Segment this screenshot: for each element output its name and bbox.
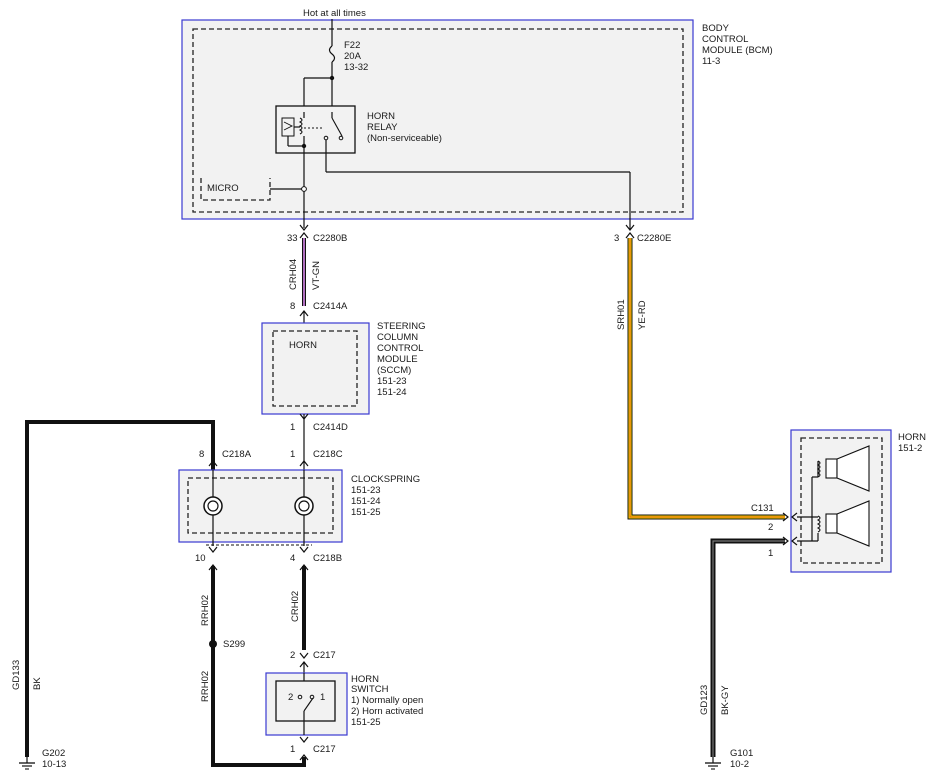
- c131-pin-2: 2: [768, 522, 773, 533]
- clockspring-module: [178, 469, 343, 546]
- gd123-circuit: GD123: [699, 685, 710, 715]
- sccm-title-line-2: COLUMN: [377, 332, 418, 343]
- bcm-title-line-2: CONTROL: [702, 34, 748, 45]
- bcm-title-line-3: MODULE (BCM): [702, 45, 773, 56]
- horn-switch-title-line-4: 2) Horn activated: [351, 706, 423, 717]
- c2280b-pin: 33: [287, 233, 298, 244]
- fuse-label-line-1: F22: [344, 40, 360, 51]
- c217-bottom-pin: 1: [290, 744, 295, 755]
- c218a-pin: 8: [199, 449, 204, 460]
- srh01-circuit: SRH01: [616, 299, 627, 330]
- clockspring-coil-left-icon: [203, 496, 223, 516]
- gd123-color: BK-GY: [720, 685, 731, 715]
- horn-switch-title-line-5: 151-25: [351, 717, 381, 728]
- srh01-color: YE-RD: [637, 300, 648, 330]
- clockspring-title-line-2: 151-23: [351, 485, 381, 496]
- c217-bottom-label: C217: [313, 744, 336, 755]
- gd133-color: BK: [32, 677, 43, 690]
- bcm-module: BODY CONTROL MODULE (BCM) 11-3: [181, 19, 773, 220]
- horn-module: [790, 429, 892, 573]
- micro-label: MICRO: [207, 183, 239, 194]
- rrh02-wire: [211, 566, 306, 767]
- c218c-label: C218C: [313, 449, 343, 460]
- c2280b-label: C2280B: [313, 233, 347, 244]
- c131-label: C131: [751, 503, 774, 514]
- g202-label-line-1: G202: [42, 748, 65, 759]
- horn-relay: [275, 105, 356, 154]
- horn-speaker-upper-icon: [816, 445, 870, 492]
- ground-g101-icon: [705, 757, 721, 770]
- sccm-title-line-1: STEERING: [377, 321, 426, 332]
- g101-label-line-2: 10-2: [730, 759, 749, 770]
- crh04-color: VT-GN: [311, 261, 322, 290]
- c217-top-pin: 2: [290, 650, 295, 661]
- c2280e-pin: 3: [614, 233, 619, 244]
- gd133-circuit: GD133: [11, 660, 22, 690]
- gd123-wire: [710, 538, 785, 757]
- fuse-icon: [328, 45, 336, 63]
- horn-switch-module: 2 1: [265, 672, 348, 736]
- c218a-label: C218A: [222, 449, 252, 460]
- sccm-title-line-4: MODULE: [377, 354, 418, 365]
- c217-top-label: C217: [313, 650, 336, 661]
- fuse-label-line-2: 20A: [344, 51, 362, 62]
- rrh02-circuit-upper: RRH02: [200, 595, 211, 626]
- rrh02-circuit-lower: RRH02: [200, 671, 211, 702]
- relay-coil-icon: [283, 121, 294, 131]
- c218b-label: C218B: [313, 553, 342, 564]
- switch-pin-right: 1: [320, 692, 325, 703]
- sccm-title-line-6: 151-23: [377, 376, 407, 387]
- sccm-module: HORN: [261, 322, 370, 415]
- fuse-label-line-3: 13-32: [344, 62, 368, 73]
- relay-label-line-1: HORN: [367, 111, 395, 122]
- g202-label-line-2: 10-13: [42, 759, 66, 770]
- gd133-wire: [25, 420, 215, 757]
- c2280e-label: C2280E: [637, 233, 671, 244]
- horn-speaker-lower-icon: [816, 500, 870, 547]
- switch-contact-icon: [303, 697, 314, 712]
- c218c-pin: 1: [290, 449, 295, 460]
- relay-label-line-2: RELAY: [367, 122, 398, 133]
- g101-label-line-1: G101: [730, 748, 753, 759]
- horn-title-line-2: 151-2: [898, 443, 922, 454]
- relay-label-line-3: (Non-serviceable): [367, 133, 442, 144]
- crh02-circuit: CRH02: [290, 591, 301, 622]
- horn-title-line-1: HORN: [898, 432, 926, 443]
- c218b-pin: 4: [290, 553, 295, 564]
- clockspring-coil-right-icon: [294, 496, 314, 516]
- c2414a-label: C2414A: [313, 301, 348, 312]
- bcm-title-line-4: 11-3: [702, 56, 720, 67]
- horn-switch-title-line-2: SWITCH: [351, 684, 389, 695]
- c2414a-pin: 8: [290, 301, 295, 312]
- relay-contact-icon: [331, 117, 343, 137]
- horn-switch-title-line-1: HORN: [351, 674, 379, 685]
- sccm-title-line-3: CONTROL: [377, 343, 423, 354]
- horn-switch-title-line-3: 1) Normally open: [351, 695, 423, 706]
- c218b-left-pin: 10: [195, 553, 206, 564]
- ground-g202-icon: [19, 757, 35, 770]
- hot-at-all-times-label: Hot at all times: [303, 8, 366, 19]
- sccm-title-line-7: 151-24: [377, 387, 407, 398]
- micro-block: MICRO: [200, 178, 307, 201]
- crh04-circuit: CRH04: [288, 259, 299, 290]
- sccm-horn-label: HORN: [289, 340, 317, 351]
- splice-s299-label: S299: [223, 639, 245, 650]
- splice-s299-icon: [209, 640, 217, 648]
- sccm-title-line-5: (SCCM): [377, 365, 411, 376]
- c2414d-pin: 1: [290, 422, 295, 433]
- clockspring-title-line-1: CLOCKSPRING: [351, 474, 420, 485]
- bcm-title-line-1: BODY: [702, 23, 730, 34]
- clockspring-title-line-3: 151-24: [351, 496, 381, 507]
- c131-pin-1: 1: [768, 548, 773, 559]
- clockspring-title-line-4: 151-25: [351, 507, 381, 518]
- switch-pin-left: 2: [288, 692, 293, 703]
- c2414d-label: C2414D: [313, 422, 348, 433]
